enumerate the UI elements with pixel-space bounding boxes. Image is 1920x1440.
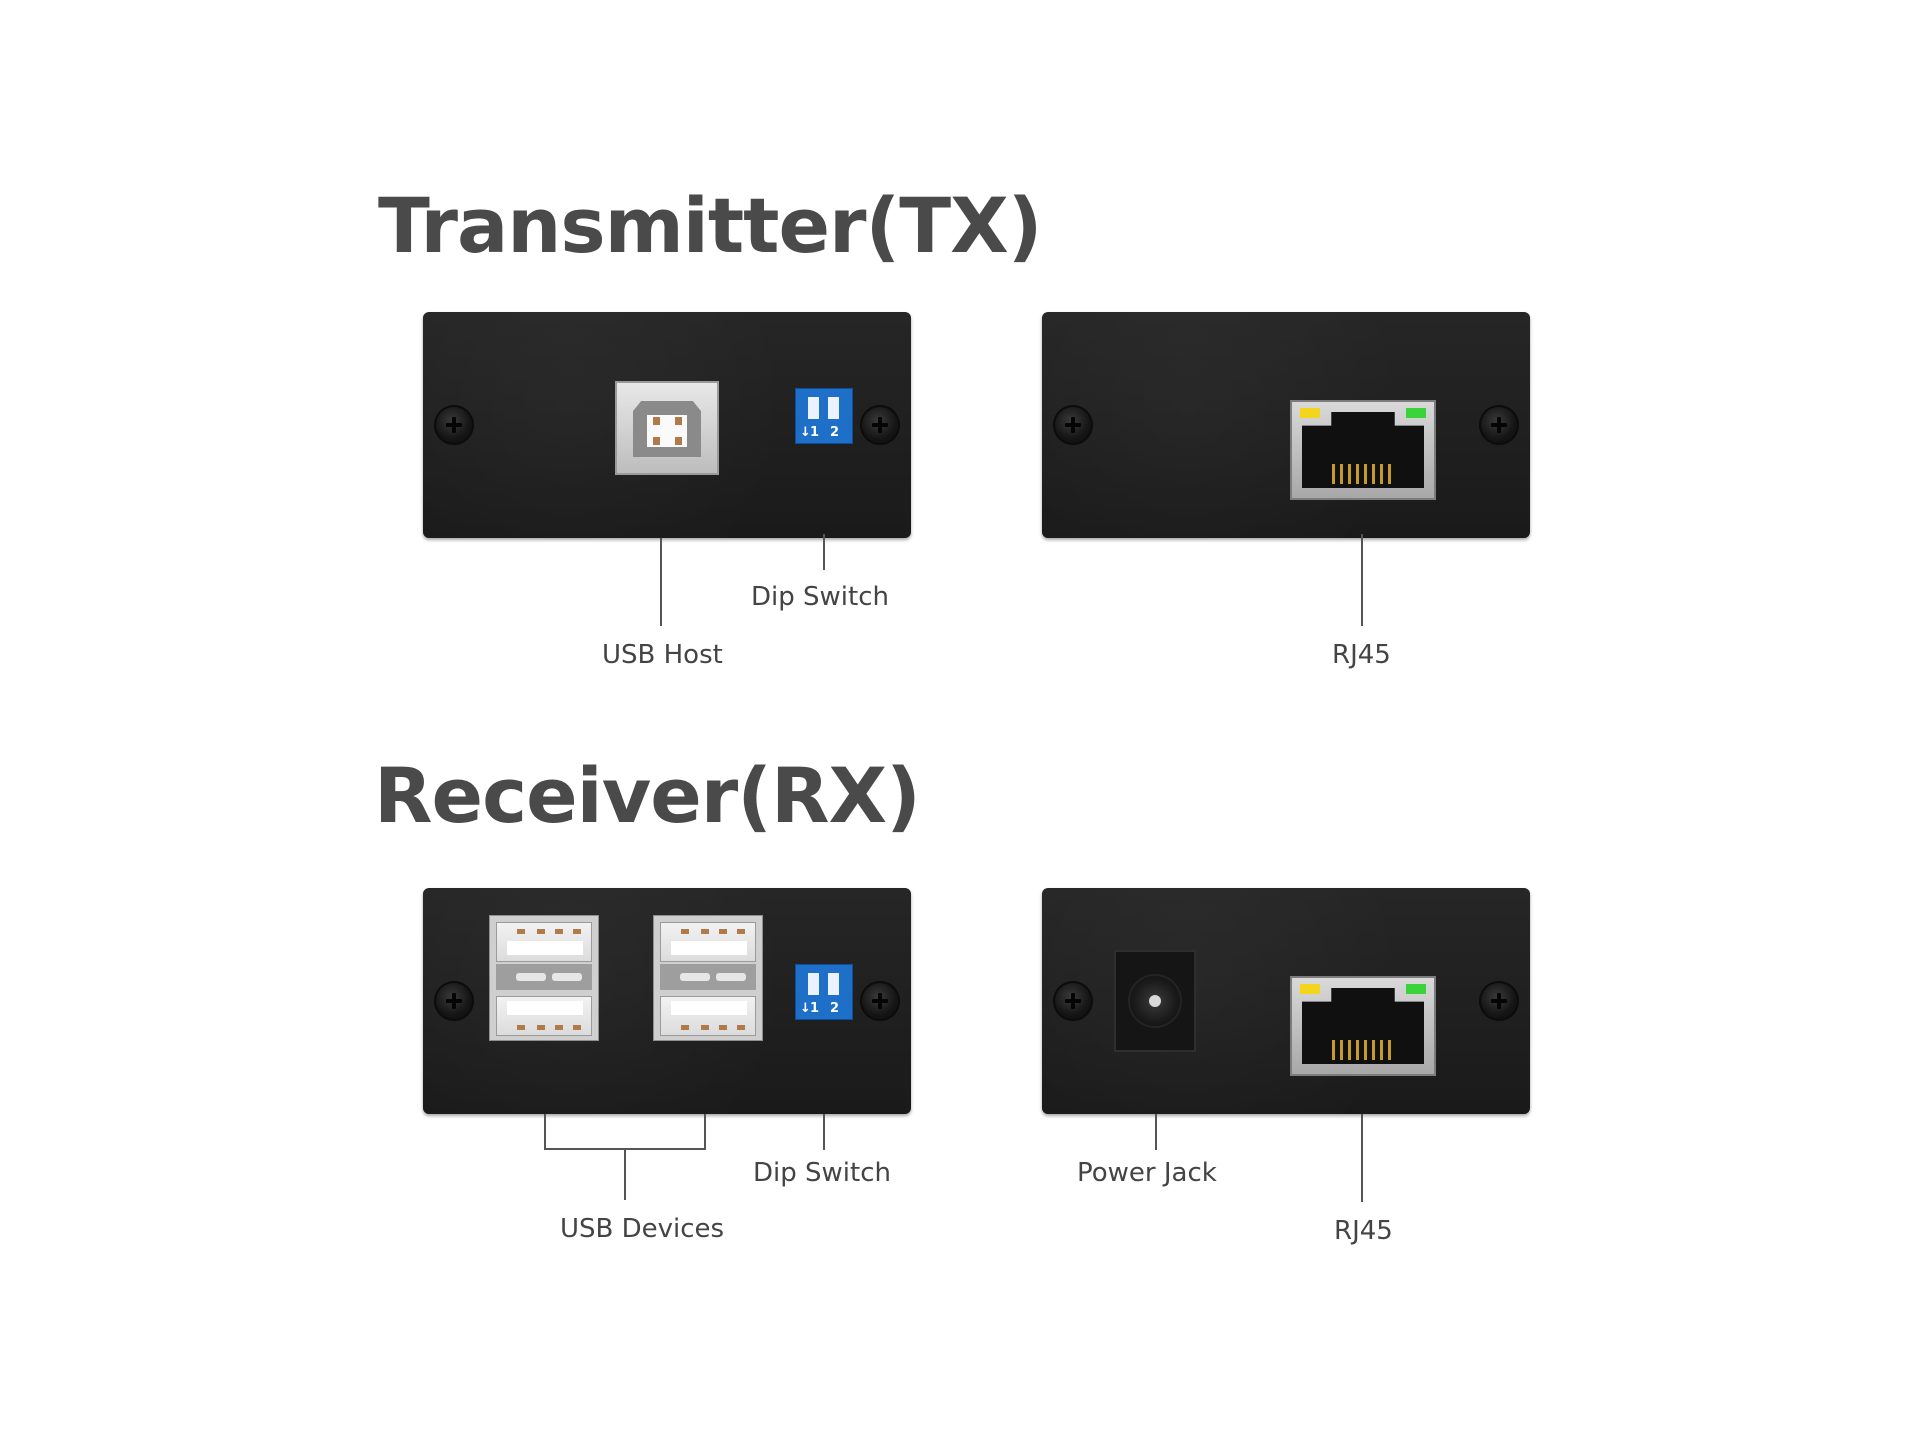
- callout-line: [1155, 1114, 1157, 1150]
- callout-line: [544, 1114, 546, 1150]
- led-yellow: [1300, 408, 1320, 418]
- dip-switch-icon: ↓ 1 2: [795, 964, 853, 1020]
- led-green: [1406, 408, 1426, 418]
- screw-icon: [1479, 405, 1519, 445]
- led-green: [1406, 984, 1426, 994]
- usb-a-port-icon: [653, 915, 763, 1041]
- screw-icon: [1479, 981, 1519, 1021]
- dip-number-1: 1: [810, 1001, 820, 1016]
- screw-icon: [860, 405, 900, 445]
- usb-host-label: USB Host: [602, 640, 723, 670]
- tx-rj45-label: RJ45: [1332, 640, 1391, 670]
- dip-number-1: 1: [810, 425, 820, 440]
- rx-front-panel: ↓ 1 2: [423, 888, 911, 1114]
- tx-back-panel: [1042, 312, 1530, 538]
- callout-line: [823, 1114, 825, 1150]
- screw-icon: [1053, 981, 1093, 1021]
- rj45-port-icon: [1290, 400, 1436, 500]
- rj45-port-icon: [1290, 976, 1436, 1076]
- rx-dip-switch-label: Dip Switch: [753, 1158, 891, 1188]
- led-yellow: [1300, 984, 1320, 994]
- callout-line: [1361, 534, 1363, 626]
- callout-line: [704, 1114, 706, 1150]
- receiver-title: Receiver(RX): [374, 751, 921, 840]
- rx-back-panel: [1042, 888, 1530, 1114]
- usb-b-port-icon: [615, 381, 719, 475]
- dip-number-2: 2: [830, 1001, 840, 1016]
- rx-rj45-label: RJ45: [1334, 1216, 1393, 1246]
- screw-icon: [434, 981, 474, 1021]
- dip-switch-icon: ↓ 1 2: [795, 388, 853, 444]
- callout-line: [823, 534, 825, 570]
- usb-devices-label: USB Devices: [560, 1214, 725, 1244]
- power-jack-label: Power Jack: [1077, 1158, 1217, 1188]
- callout-line: [1361, 1114, 1363, 1202]
- transmitter-title: Transmitter(TX): [378, 181, 1042, 270]
- screw-icon: [434, 405, 474, 445]
- callout-line: [624, 1150, 626, 1200]
- screw-icon: [860, 981, 900, 1021]
- tx-front-panel: ↓ 1 2: [423, 312, 911, 538]
- power-jack-icon: [1114, 950, 1196, 1052]
- tx-dip-switch-label: Dip Switch: [751, 582, 889, 612]
- callout-line: [660, 538, 662, 626]
- usb-a-port-icon: [489, 915, 599, 1041]
- dip-number-2: 2: [830, 425, 840, 440]
- screw-icon: [1053, 405, 1093, 445]
- callout-bracket: [544, 1148, 706, 1150]
